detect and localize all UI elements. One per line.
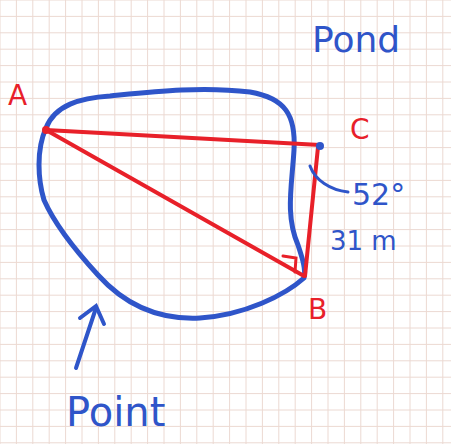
leader-line [310,166,348,192]
vertex-label: A [8,82,27,110]
grid-line [0,213,451,214]
grid-line [0,278,451,279]
vertex-dot [42,126,50,134]
grid-line [0,442,451,443]
grid-line [0,65,451,66]
vertex-label: B [308,296,327,324]
grid-line [0,360,451,361]
grid-line [0,262,451,263]
grid-line [0,164,451,165]
grid-line [0,0,451,1]
grid-line [0,16,451,17]
dimension-label: 31 m [330,228,397,254]
vertex-label: C [350,116,370,144]
grid-line [0,344,451,345]
grid-line [0,98,451,99]
angle-label: 52° [352,180,405,210]
grid-line [0,328,451,329]
grid-line [0,147,451,148]
pointer-arrow [76,306,104,368]
grid-line [0,311,451,312]
vertex-dot [316,142,324,150]
grid-line [0,82,451,83]
triangle [46,130,320,276]
grid-line [0,114,451,115]
grid-line [0,295,451,296]
point-label: Point [66,392,165,432]
pond-label: Pond [312,22,400,58]
pond-outline [39,89,305,318]
grid-line [0,377,451,378]
